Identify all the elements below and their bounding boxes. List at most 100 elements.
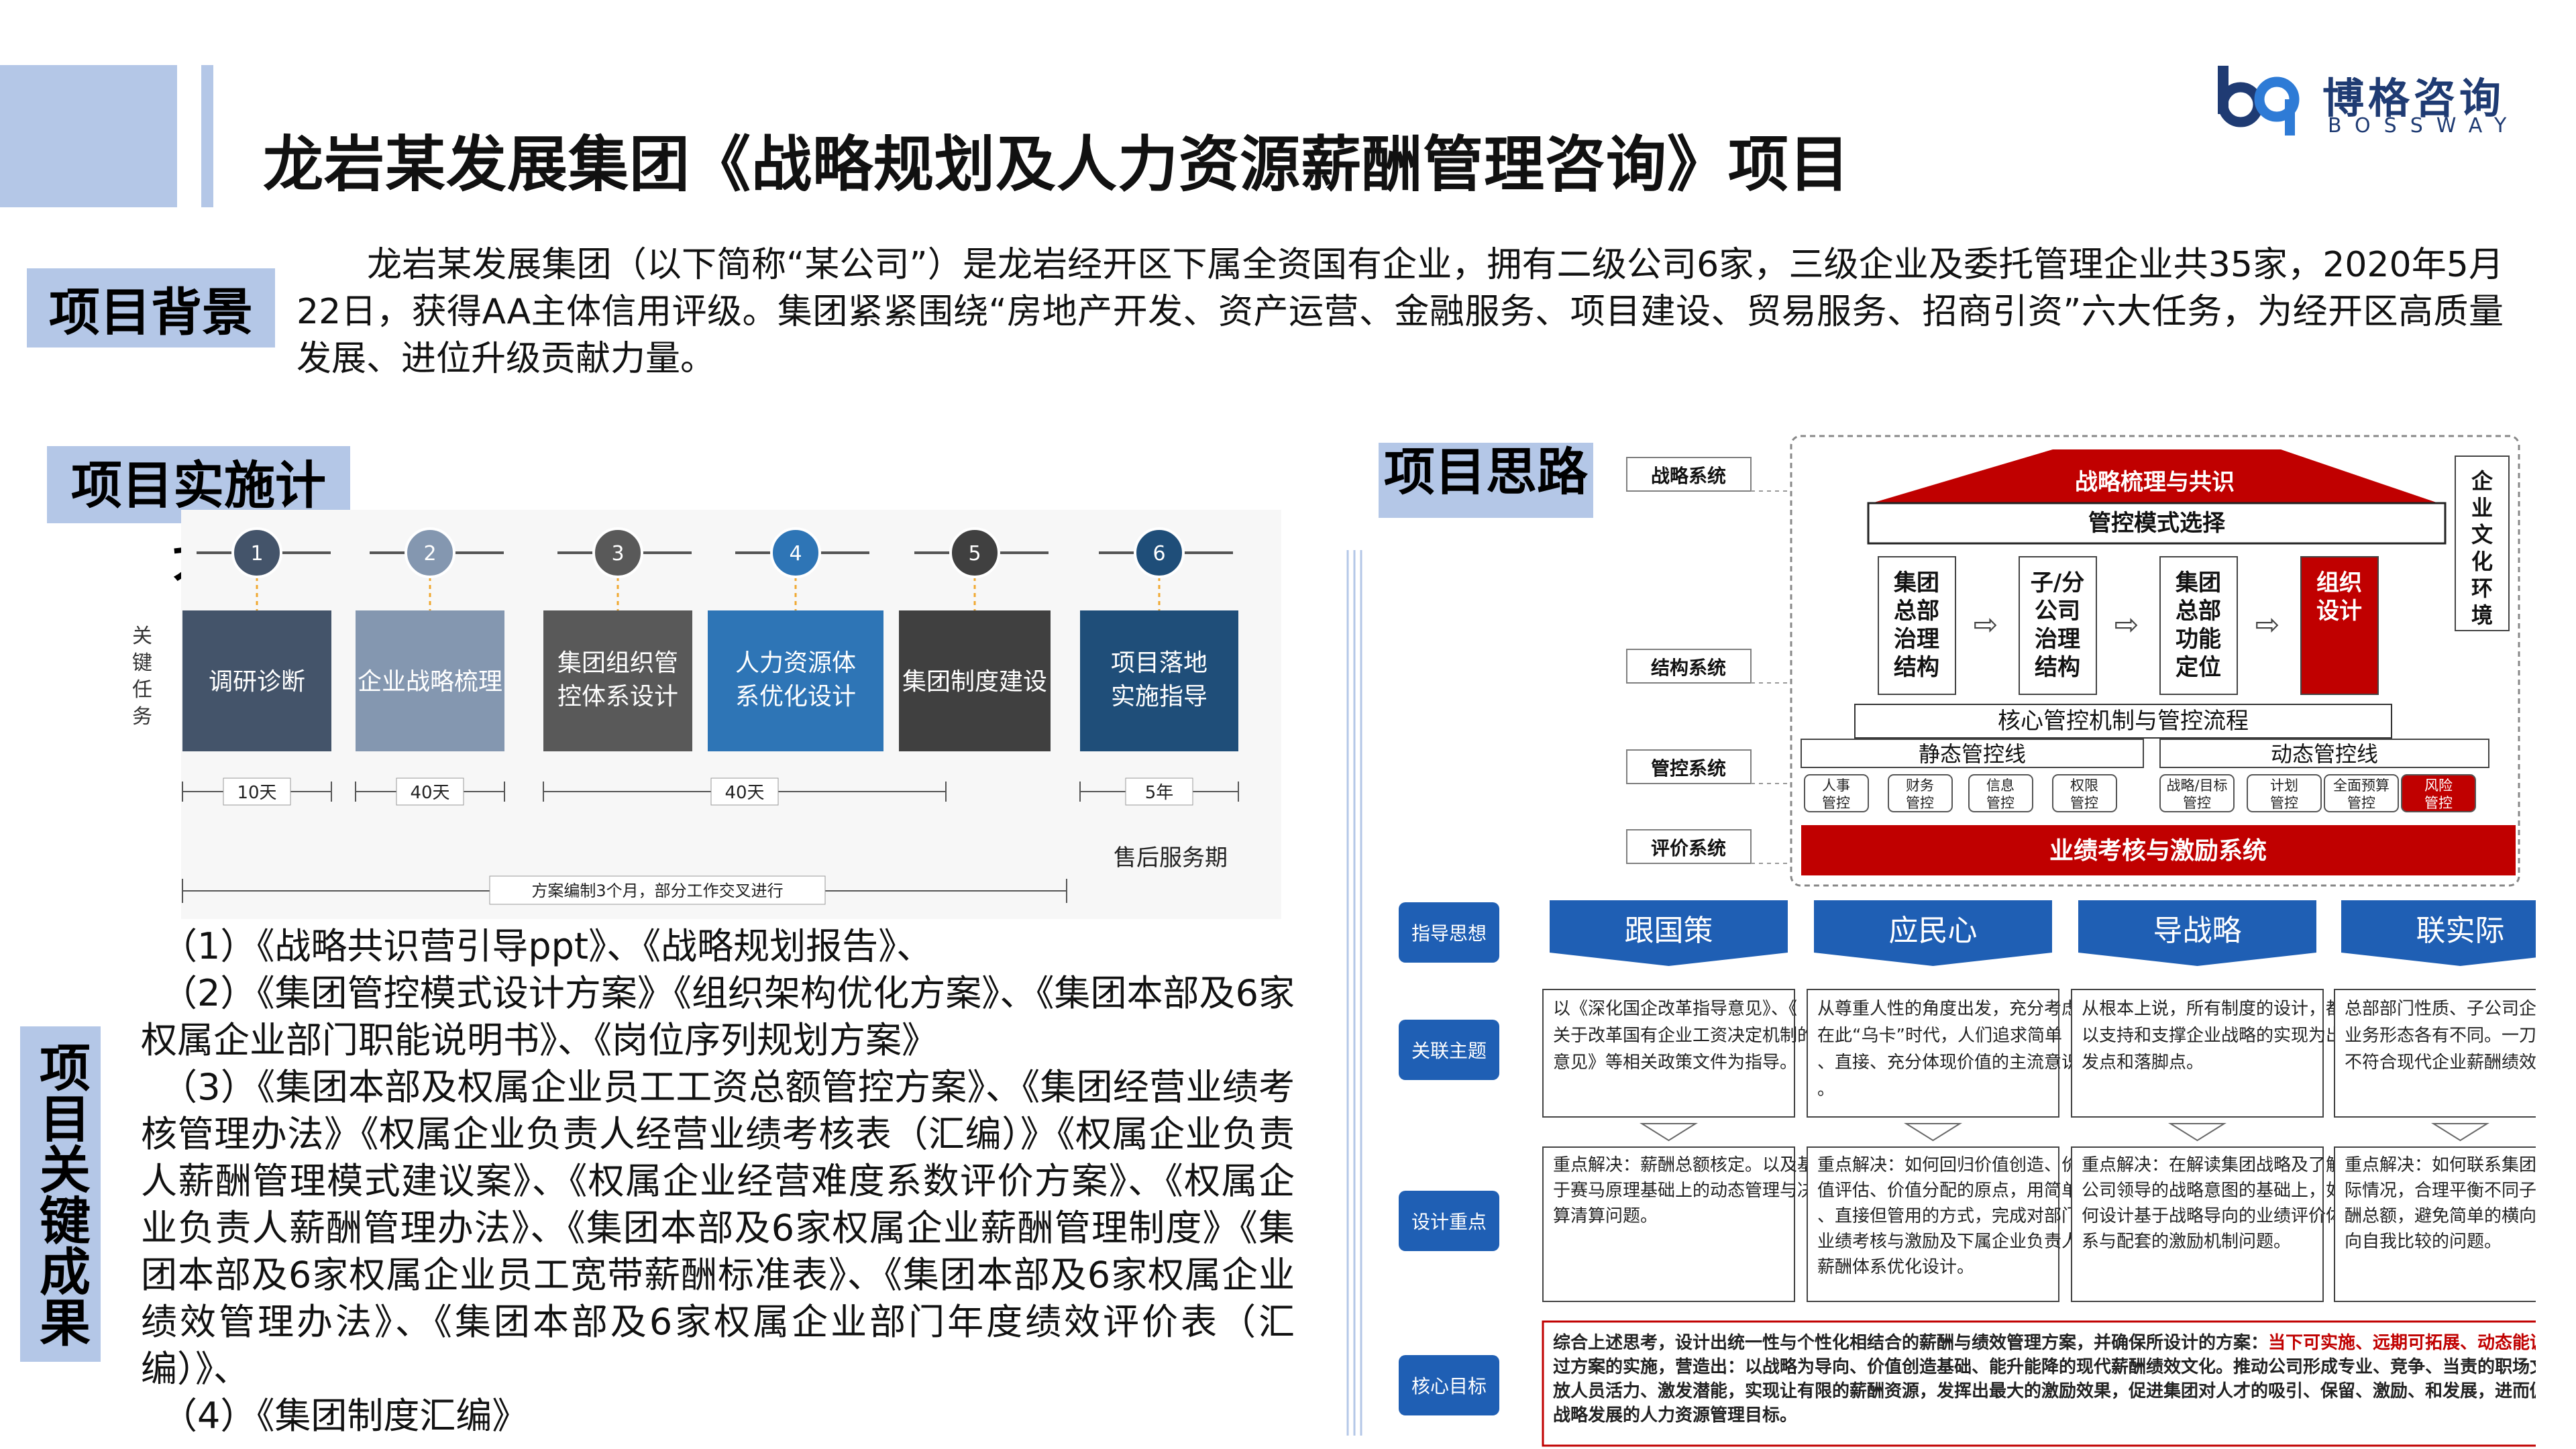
column-header: 应民心 <box>1889 914 1978 948</box>
theme-text: 从根本上说，所有制度的设计，都以支持和支撑企业战略的实现为出发点和落脚点。 <box>2082 999 2343 1073</box>
structure-label: 集团总部治理结构 <box>1893 570 1939 681</box>
theme-box <box>1807 989 2059 1118</box>
control-label: 风险管控 <box>2424 777 2453 811</box>
focus-text: 重点解决：在解读集团战略及了解公司领导的战略意图的基础上，如何设计基于战略导向的… <box>2082 1155 2343 1252</box>
row-label: 核心目标 <box>1411 1375 1487 1397</box>
step-task: 项目落地实施指导 <box>1111 649 1208 710</box>
control-label: 战略/目标管控 <box>2166 777 2227 811</box>
system-label: 结构系统 <box>1651 657 1726 679</box>
step-box <box>356 610 504 751</box>
column-header-shape <box>2341 900 2536 966</box>
culture-box <box>2455 455 2510 631</box>
step-number-circle <box>770 527 821 578</box>
step-task: 企业战略梳理 <box>358 668 502 696</box>
roof-shape <box>1872 449 2438 503</box>
step-number-circle <box>592 527 643 578</box>
down-arrow-icon <box>1904 1123 1962 1142</box>
step-number-circle <box>949 527 1000 578</box>
step-number-circle <box>405 527 455 578</box>
structure-box <box>2300 556 2379 695</box>
row-label: 关联主题 <box>1411 1040 1487 1062</box>
system-label-box <box>1626 749 1752 784</box>
core-goal-text: 过方案的实施，营造出：以战略为导向、价值创造基础、能升能降的现代薪酬绩效文化。推… <box>1553 1356 2536 1377</box>
header-decor-block <box>0 65 177 207</box>
dynamic-line-label: 动态管控线 <box>2271 741 2378 767</box>
theme-box <box>2334 989 2536 1118</box>
control-box <box>2159 774 2235 812</box>
eval-bar <box>1801 825 2516 875</box>
step-number: 1 <box>250 542 263 566</box>
arrow-right-icon: ⇨ <box>2114 608 2139 642</box>
theme-text: 从尊重人性的角度出发，充分考虑在此“乌卡”时代，人们追求简单、直接、充分体现价值… <box>1817 999 2079 1099</box>
control-label: 人事管控 <box>1822 777 1850 811</box>
duration-label-box <box>1125 777 1193 806</box>
row-label-box <box>1399 1191 1499 1251</box>
step-number-circle <box>231 527 282 578</box>
column-header: 联实际 <box>2416 914 2505 948</box>
page-title: 龙岩某发展集团《战略规划及人力资源薪酬管理咨询》项目 <box>263 129 1850 200</box>
step-task: 调研诊断 <box>209 668 305 696</box>
step-box <box>899 610 1051 751</box>
control-label: 财务管控 <box>1906 777 1934 811</box>
duration-label: 10天 <box>237 783 276 803</box>
theme-box <box>1542 989 1795 1118</box>
step-box <box>1080 610 1238 751</box>
row-label: 指导思想 <box>1411 922 1487 945</box>
control-label: 信息管控 <box>1986 777 2015 811</box>
column-header-shape <box>1814 900 2052 966</box>
mode-label: 管控模式选择 <box>2088 510 2226 537</box>
step-task: 人力资源体系优化设计 <box>735 649 856 710</box>
results-item: （4）《集团制度汇编》 <box>161 1395 529 1437</box>
results-list: （1）《战略共识营引导ppt》、《战略规划报告》、 （2）《集团管控模式设计方案… <box>141 923 1295 1440</box>
mechanism-label: 核心管控机制与管控流程 <box>1998 708 2249 735</box>
control-box <box>2401 774 2476 812</box>
side-label: 关键任务 <box>132 625 152 729</box>
focus-box <box>1542 1146 1795 1302</box>
step-number: 2 <box>423 542 436 566</box>
after-sales-label: 售后服务期 <box>1114 845 1228 871</box>
duration-label: 40天 <box>410 783 449 803</box>
step-task: 集团制度建设 <box>902 668 1047 696</box>
total-label-box <box>489 875 826 905</box>
arrow-right-icon: ⇨ <box>2255 608 2280 642</box>
outer-frame <box>1790 435 2520 887</box>
structure-box <box>2019 556 2097 695</box>
mode-box <box>1867 502 2447 545</box>
row-label-box <box>1399 902 1499 963</box>
background-tag: 项目背景 <box>27 268 275 347</box>
core-goal-text: 放人员活力、激发潜能，实现让有限的薪酬资源，发挥出最大的激励效果，促进集团对人才… <box>1552 1381 2536 1401</box>
results-tag: 项目关键成果 <box>20 1026 101 1362</box>
row-label-box <box>1399 1020 1499 1080</box>
system-label-box <box>1626 829 1752 864</box>
control-system-diagram: 战略系统结构系统管控系统评价系统企业文化环境战略梳理与共识管控模式选择集团总部治… <box>1626 435 2520 887</box>
row-label-box <box>1399 1355 1499 1415</box>
results-item: （2）《集团管控模式设计方案》《组织架构优化方案》、《集团本部及6家权属企业部门… <box>141 972 1295 1061</box>
results-item: （1）《战略共识营引导ppt》、《战略规划报告》、 <box>161 925 933 967</box>
core-goal-text: 综合上述思考，设计出统一性与个性化相结合的薪酬与绩效管理方案，并确保所设计的方案… <box>1553 1332 2536 1353</box>
roof-label: 战略梳理与共识 <box>2075 469 2235 496</box>
system-label-box <box>1626 457 1752 492</box>
down-arrow-icon <box>2168 1123 2226 1142</box>
step-number: 4 <box>789 542 802 566</box>
duration-label: 40天 <box>724 783 764 803</box>
down-arrow-icon <box>2431 1123 2489 1142</box>
system-label: 评价系统 <box>1651 837 1726 859</box>
focus-box <box>2334 1146 2536 1302</box>
total-label: 方案编制3个月，部分工作交叉进行 <box>531 881 783 900</box>
structure-label: 子/分公司治理结构 <box>2031 570 2084 681</box>
duration-label-box <box>396 777 464 806</box>
theme-text: 以《深化国企改革指导意见》、《关于改革国有企业工资决定机制的意见》等相关政策文件… <box>1553 999 1815 1073</box>
focus-text: 重点解决：薪酬总额核定。以及基于赛马原理基础上的动态管理与决算清算问题。 <box>1553 1155 1815 1226</box>
step-number-circle <box>1134 527 1185 578</box>
down-arrow-icon <box>1640 1123 1698 1142</box>
system-label: 管控系统 <box>1651 757 1726 780</box>
static-line-label: 静态管控线 <box>1919 741 2026 767</box>
structure-label: 集团总部功能定位 <box>2175 570 2221 681</box>
idea-tag: 项目思路 <box>1379 443 1593 518</box>
structure-label: 组织设计 <box>2316 570 2362 625</box>
control-box <box>1968 774 2033 812</box>
control-label: 权限管控 <box>2070 777 2098 811</box>
arrow-right-icon: ⇨ <box>1974 608 1998 642</box>
step-box <box>543 610 692 751</box>
step-box <box>182 610 331 751</box>
